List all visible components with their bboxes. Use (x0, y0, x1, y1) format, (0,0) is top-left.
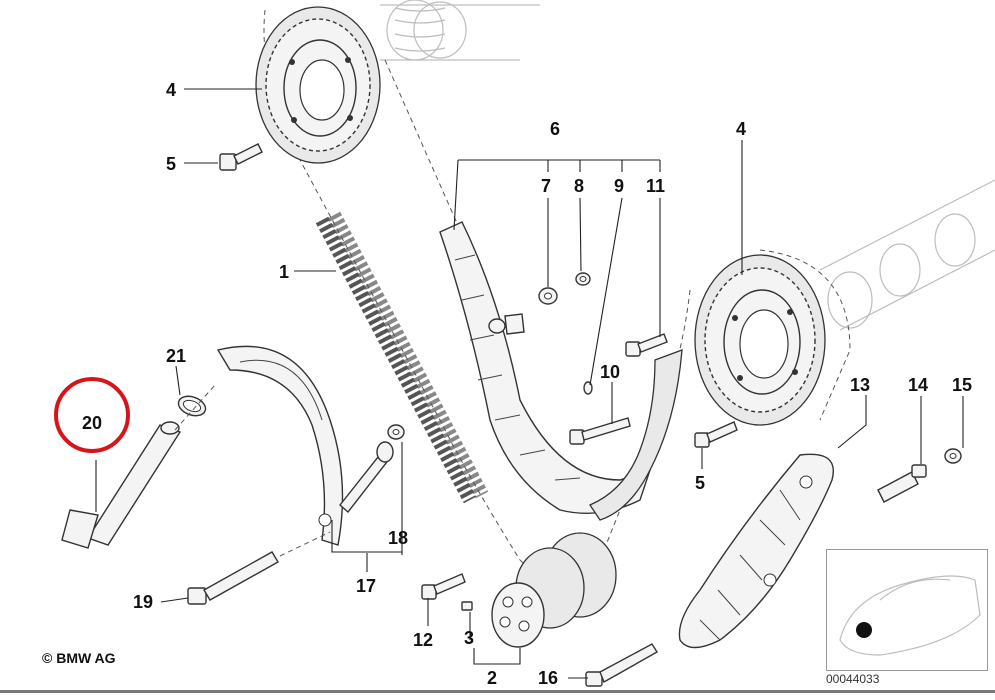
highlight-circle (54, 377, 130, 453)
copyright-text: © BMW AG (42, 650, 116, 666)
right-camshaft-sprocket (694, 254, 826, 426)
bottom-rule (0, 690, 995, 693)
ring-15 (944, 448, 962, 464)
leader-lines (95, 88, 964, 679)
label-18: 18 (388, 528, 408, 548)
guide-rail-17 (216, 345, 344, 546)
label-20: 20 (82, 413, 102, 433)
bolt-16 (585, 643, 658, 687)
washer-7 (538, 287, 558, 305)
label-2: 2 (487, 668, 497, 688)
bolt-5-right (694, 421, 738, 448)
bolt-14 (877, 464, 927, 503)
ring-8 (575, 272, 591, 286)
label-3: 3 (464, 628, 474, 648)
label-16: 16 (538, 668, 558, 688)
key-3 (461, 601, 473, 611)
label-9: 9 (614, 176, 624, 196)
drawing-code: 00044033 (826, 672, 880, 686)
chain-tensioner-20 (61, 421, 182, 549)
label-10: 10 (600, 362, 620, 382)
bolt-12 (421, 573, 466, 600)
label-5-right: 5 (695, 473, 705, 493)
label-21: 21 (166, 346, 186, 366)
label-8: 8 (574, 176, 584, 196)
label-4-right: 4 (736, 119, 746, 139)
bolt-11 (625, 333, 668, 357)
engine-location-dot (856, 622, 872, 638)
bolt-5-left (219, 143, 263, 171)
pin-18-assembly (339, 424, 405, 514)
vehicle-locator-inset (839, 575, 981, 656)
ring-21 (177, 395, 207, 417)
bolt-19-axis (279, 531, 331, 557)
label-19: 19 (133, 592, 153, 612)
label-13: 13 (850, 375, 870, 395)
upper-left-camshaft-sprocket (255, 6, 381, 164)
bolt-10 (569, 417, 631, 445)
label-7: 7 (541, 176, 551, 196)
timing-chain (315, 211, 489, 504)
guide-rail-right (589, 349, 683, 521)
label-6: 6 (550, 119, 560, 139)
label-11: 11 (646, 176, 665, 196)
label-5-left: 5 (166, 154, 176, 174)
label-15: 15 (952, 375, 972, 395)
right-camshaft-ghost (819, 179, 995, 331)
clip-9 (583, 381, 593, 395)
bolt-19 (187, 551, 279, 605)
label-14: 14 (908, 375, 928, 395)
label-4-left: 4 (166, 80, 176, 100)
guide-rail-13 (678, 453, 834, 649)
upper-camshaft-ghost (380, 0, 540, 61)
label-17: 17 (356, 576, 376, 596)
tensioner-axis (174, 384, 216, 431)
crankshaft-sprocket (491, 532, 617, 648)
label-12: 12 (413, 630, 433, 650)
label-1: 1 (279, 262, 289, 282)
